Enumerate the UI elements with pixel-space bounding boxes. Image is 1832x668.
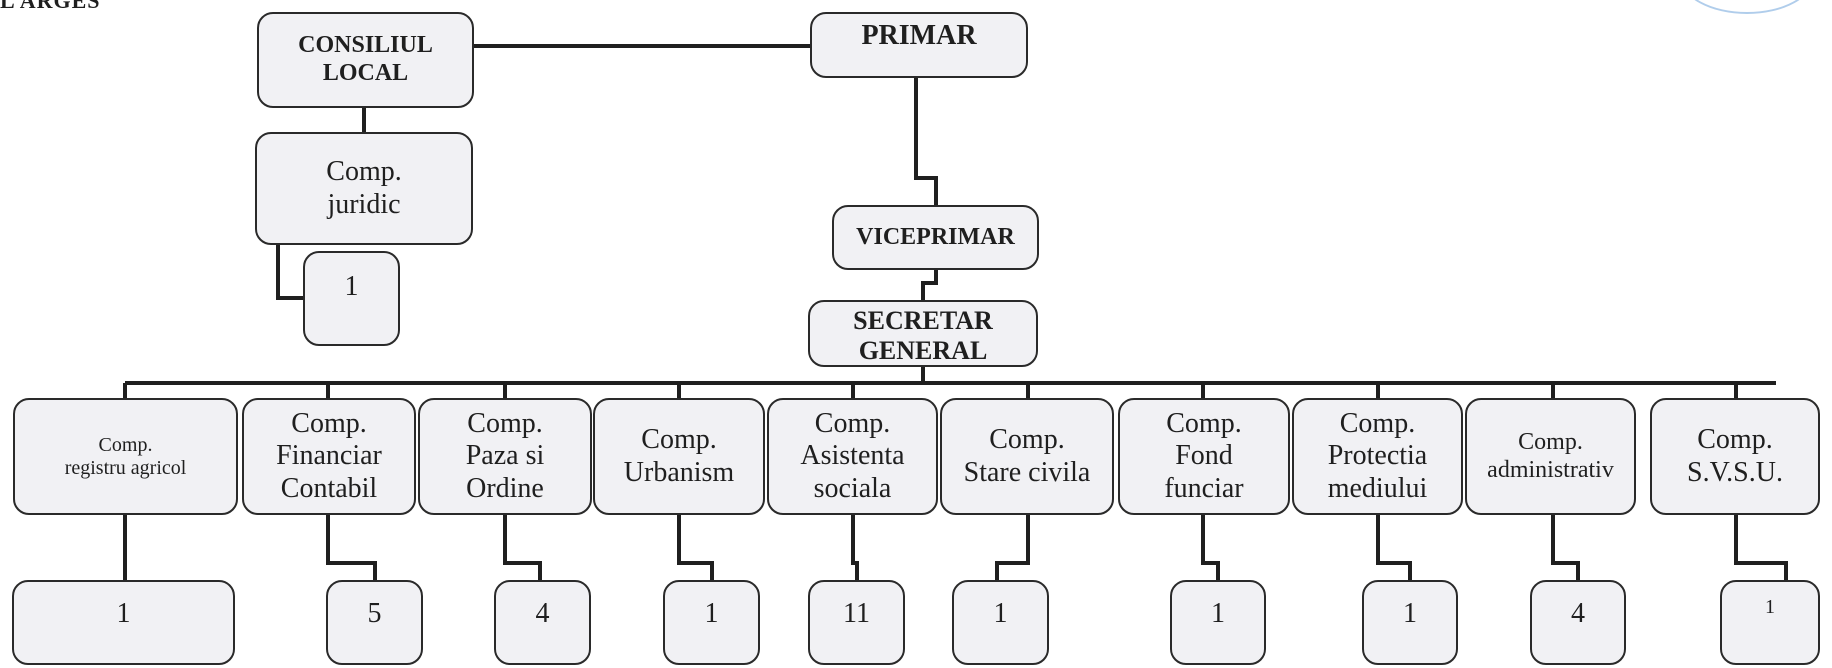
department-node: Comp. S.V.S.U. xyxy=(1650,398,1820,515)
connector-line xyxy=(503,515,542,580)
staff-count-value: 4 xyxy=(1571,598,1585,629)
department-label: Comp. administrativ xyxy=(1487,428,1614,483)
connector-line xyxy=(1376,515,1412,580)
department-node: Comp. administrativ xyxy=(1465,398,1636,515)
department-label: Comp. Protectia mediului xyxy=(1327,408,1428,504)
connector-line xyxy=(921,270,938,300)
staff-count-value: 4 xyxy=(535,598,550,629)
staff-count-value: 1 xyxy=(116,598,131,629)
department-node: Comp. Financiar Contabil xyxy=(242,398,416,515)
department-label: Comp. registru agricol xyxy=(64,433,187,479)
comp-juridic-node: Comp. juridic xyxy=(255,132,473,245)
department-label: Comp. Fond funciar xyxy=(1164,408,1244,504)
department-staff-count: 1 xyxy=(1362,580,1458,665)
department-staff-count: 1 xyxy=(663,580,760,665)
staff-count-value: 11 xyxy=(843,598,870,629)
department-label: Comp. Stare civila xyxy=(963,424,1091,488)
staff-count-value: 1 xyxy=(993,598,1008,629)
connector-line xyxy=(1734,515,1788,580)
department-staff-count: 1 xyxy=(952,580,1049,665)
department-node: Comp. Stare civila xyxy=(940,398,1114,515)
connector-line xyxy=(914,78,938,205)
staff-count-value: 1 xyxy=(1403,598,1417,629)
staff-count-value: 1 xyxy=(704,598,719,629)
primar-node: PRIMAR xyxy=(810,12,1028,78)
connector-line xyxy=(677,515,714,580)
viceprimar-node: VICEPRIMAR xyxy=(832,205,1039,270)
department-staff-count: 1 xyxy=(12,580,235,665)
department-node: Comp. Protectia mediului xyxy=(1292,398,1463,515)
department-label: Comp. Urbanism xyxy=(623,424,735,488)
connector-line xyxy=(851,515,859,580)
department-staff-count: 1 xyxy=(1170,580,1266,665)
staff-count-value: 1 xyxy=(1211,598,1225,629)
department-node: Comp. registru agricol xyxy=(13,398,238,515)
department-staff-count: 4 xyxy=(1530,580,1626,665)
secretar-general-node: SECRETAR GENERAL xyxy=(808,300,1038,367)
connector-line xyxy=(1201,515,1220,580)
connector-line xyxy=(1551,515,1580,580)
connector-line xyxy=(276,245,303,300)
department-staff-count: 11 xyxy=(808,580,905,665)
connector-line xyxy=(326,515,377,580)
department-staff-count: 5 xyxy=(326,580,423,665)
staff-count-value: 5 xyxy=(367,598,382,629)
department-label: Comp. S.V.S.U. xyxy=(1687,424,1783,488)
department-staff-count: 1 xyxy=(1720,580,1820,665)
department-node: Comp. Paza si Ordine xyxy=(418,398,592,515)
staff-count-value: 1 xyxy=(1765,596,1775,618)
connector-line xyxy=(995,515,1030,580)
comp-juridic-staff-count: 1 xyxy=(303,251,400,346)
department-node: Comp. Urbanism xyxy=(593,398,765,515)
department-node: Comp. Fond funciar xyxy=(1118,398,1290,515)
department-label: Comp. Financiar Contabil xyxy=(276,408,382,504)
department-node: Comp. Asistenta sociala xyxy=(767,398,938,515)
department-label: Comp. Paza si Ordine xyxy=(465,408,545,504)
department-label: Comp. Asistenta sociala xyxy=(800,408,905,504)
consiliul-local-node: CONSILIUL LOCAL xyxy=(257,12,474,108)
department-staff-count: 4 xyxy=(494,580,591,665)
document-header-fragment: L ARGES xyxy=(0,0,101,13)
